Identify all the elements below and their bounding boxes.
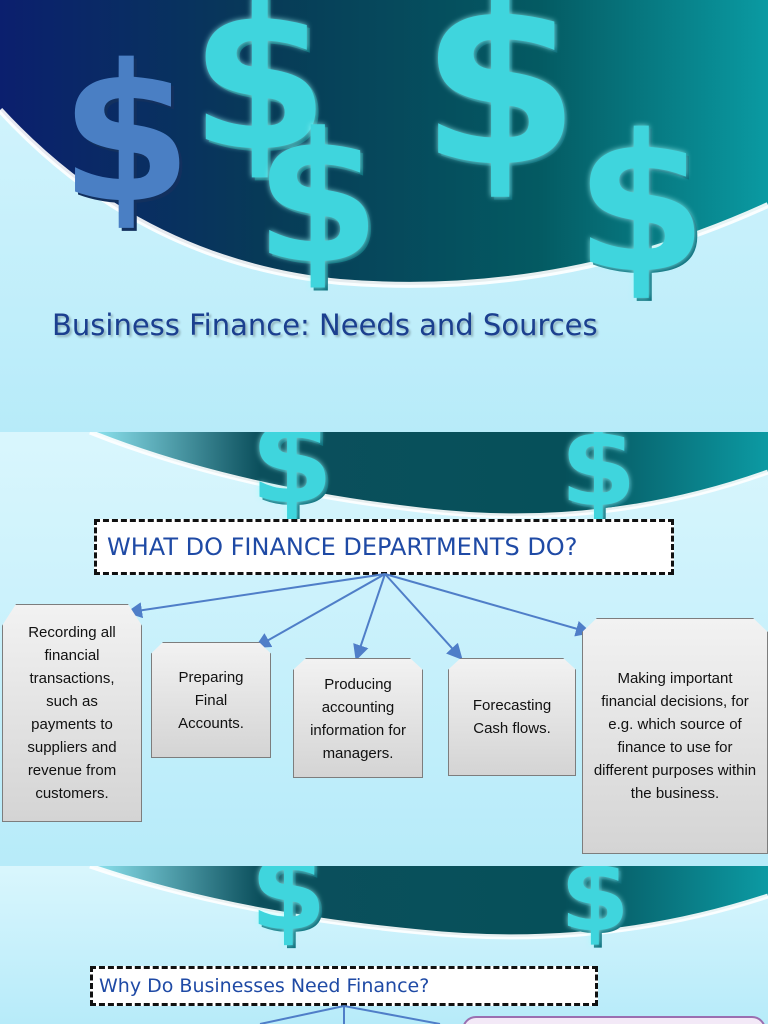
task-card-text: Preparing Final Accounts. [178,668,244,732]
section-heading: Why Do Businesses Need Finance? [90,966,598,1006]
task-card-text: Forecasting Cash flows. [472,697,552,737]
task-card-preparing: Preparing Final Accounts. [151,642,271,758]
task-card-text: Recording all financial transactions, su… [27,624,117,802]
slide-finance-departments: $ $ WHAT DO FINANCE DEPARTMENTS DO? Reco… [0,432,768,866]
task-card-forecasting: Forecasting Cash flows. [448,658,576,776]
dollar-sign-icon: $ [190,0,330,196]
task-card-decisions: Making important financial decisions, fo… [582,618,768,854]
dollar-sign-icon: $ [250,432,334,531]
dollar-banner-image [89,866,768,940]
dollar-sign-icon: $ [560,866,630,954]
connector-lines [259,1005,441,1024]
slide-title: $ $ $ $ $ Business Finance: Needs and So… [0,0,768,432]
dollar-banner-image [0,0,768,288]
section-heading-text: Why Do Businesses Need Finance? [99,975,430,997]
task-card-text: Producing accounting information for man… [310,676,406,762]
dollar-sign-icon: $ [255,95,381,304]
task-card-recording: Recording all financial transactions, su… [2,604,142,822]
dollar-sign-icon: $ [575,94,708,315]
slide-why-finance: $ $ Why Do Businesses Need Finance? [0,866,768,1024]
task-card-producing: Producing accounting information for man… [293,658,423,778]
slide-title-heading: Business Finance: Needs and Sources [52,308,598,342]
section-heading: WHAT DO FINANCE DEPARTMENTS DO? [94,519,674,575]
dollar-sign-icon: $ [560,432,637,531]
task-card-text: Making important financial decisions, fo… [593,670,757,802]
dollar-sign-icon: $ [420,0,581,218]
partial-card [462,1016,766,1024]
connector-arrows [126,573,592,661]
dollar-sign-icon: $ [250,866,327,955]
dollar-sign-icon: $ [60,24,193,245]
section-heading-text: WHAT DO FINANCE DEPARTMENTS DO? [107,533,578,561]
dollar-banner-image [89,432,768,519]
